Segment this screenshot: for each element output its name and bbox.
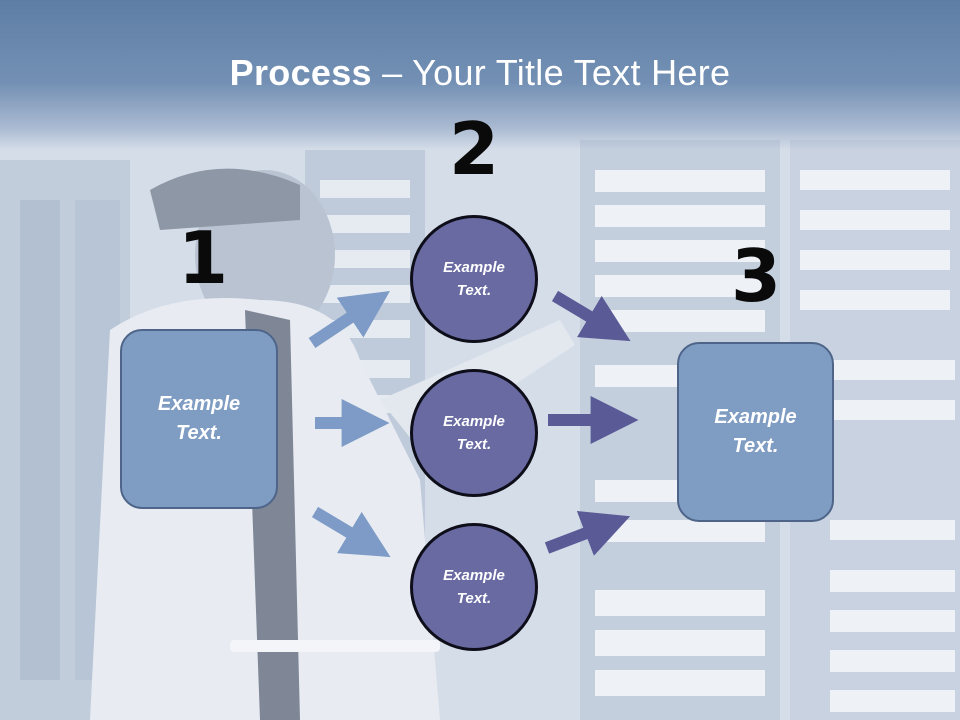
circle-3-text-line2: Text. xyxy=(456,590,492,607)
circle-3-text: Example Text. xyxy=(443,564,505,611)
title-bar xyxy=(0,0,960,150)
step-number-2: 2 xyxy=(449,107,500,191)
circle-2-text: Example Text. xyxy=(443,410,505,457)
circle-2-text-line2: Text. xyxy=(456,436,492,453)
circle-1-text: Example Text. xyxy=(443,256,505,303)
circle-3[interactable]: Example Text. xyxy=(410,523,538,651)
step-3-box[interactable]: Example Text. xyxy=(677,342,834,522)
slide-title: Process – Your Title Text Here xyxy=(0,52,960,94)
step-1-box[interactable]: Example Text. xyxy=(120,329,278,509)
circle-2[interactable]: Example Text. xyxy=(410,369,538,497)
circle-1-text-line1: Example xyxy=(443,258,505,276)
step-number-1: 1 xyxy=(178,216,229,300)
circle-3-text-line1: Example xyxy=(443,566,505,584)
step-1-text-line1: Example xyxy=(157,393,241,415)
circle-2-text-line1: Example xyxy=(443,412,505,430)
step-3-text: Example Text. xyxy=(714,403,796,461)
step-3-text-line2: Text. xyxy=(732,435,779,457)
circle-1[interactable]: Example Text. xyxy=(410,215,538,343)
step-3-text-line1: Example xyxy=(714,406,797,428)
circle-1-text-line2: Text. xyxy=(456,282,492,299)
step-1-text-line2: Text. xyxy=(176,422,222,444)
step-1-text: Example Text. xyxy=(158,390,240,448)
step-number-3: 3 xyxy=(731,234,782,318)
title-bold: Process xyxy=(229,52,372,93)
title-rest: – Your Title Text Here xyxy=(371,52,731,93)
